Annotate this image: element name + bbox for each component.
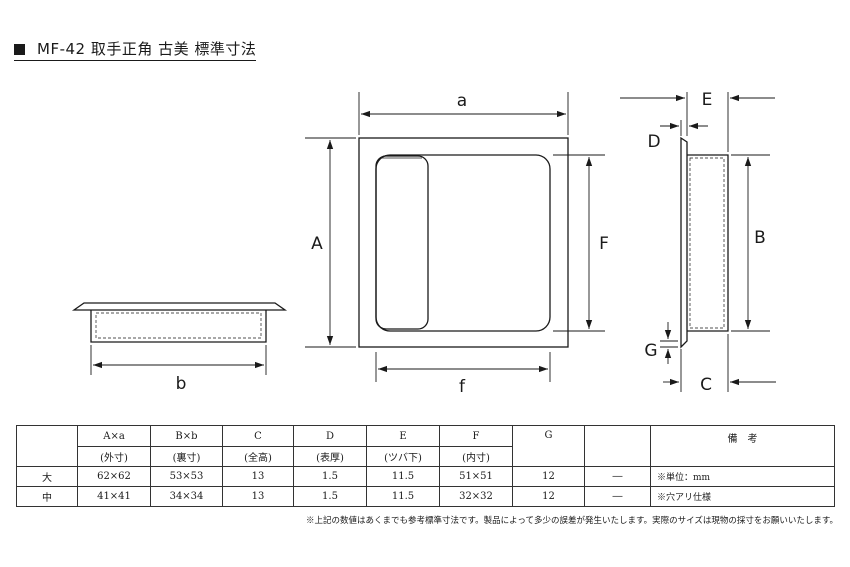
- header-code: B×b: [150, 425, 223, 447]
- header-code: [584, 425, 651, 467]
- header-code: D: [293, 425, 367, 447]
- label-A: A: [311, 234, 323, 254]
- value-cell: 51×51: [439, 466, 513, 487]
- label-b: b: [176, 374, 187, 394]
- label-f: f: [459, 377, 466, 397]
- header-code: A×a: [77, 425, 151, 447]
- value-cell: 13: [222, 466, 294, 487]
- header-code: E: [366, 425, 440, 447]
- value-cell: 32×32: [439, 486, 513, 507]
- table-row: 中 41×41 34×34 13 1.5 11.5 32×32 12 ― ※穴ア…: [16, 486, 835, 507]
- header-desc: (内寸): [439, 446, 513, 467]
- remarks-header: 備 考: [650, 425, 835, 467]
- front-outer-outline: [358, 137, 569, 348]
- label-E: E: [702, 90, 713, 110]
- remark-cell: ※単位：mm: [650, 466, 835, 487]
- remark-cell: ※穴アリ仕様: [650, 486, 835, 507]
- label-G: G: [644, 341, 657, 361]
- header-desc: (裏寸): [150, 446, 223, 467]
- header-code: G: [512, 425, 585, 467]
- header-desc: (全高): [222, 446, 294, 467]
- value-cell: 11.5: [366, 486, 440, 507]
- label-a: a: [457, 91, 467, 111]
- value-cell: 13: [222, 486, 294, 507]
- side-view-body: [90, 310, 267, 343]
- value-cell: 1.5: [293, 486, 367, 507]
- table-row: 大 62×62 53×53 13 1.5 11.5 51×51 12 ― ※単位…: [16, 466, 835, 487]
- page-title: MF-42 取手正角 古美 標準寸法: [14, 38, 257, 61]
- value-cell: ―: [584, 486, 651, 507]
- header-code: F: [439, 425, 513, 447]
- header-code: C: [222, 425, 294, 447]
- spec-table: A×a B×b C D E F G 備 考 (外寸) (裏寸) (全高) (表厚…: [16, 425, 835, 507]
- header-desc: (ツバ下): [366, 446, 440, 467]
- size-cell: 中: [16, 486, 78, 507]
- header-desc: (表厚): [293, 446, 367, 467]
- value-cell: 12: [512, 466, 585, 487]
- size-cell: 大: [16, 466, 78, 487]
- value-cell: 34×34: [150, 486, 223, 507]
- label-B: B: [754, 228, 766, 248]
- profile-body: [687, 154, 729, 332]
- dimension-drawing: a A F f b E D B G C: [71, 90, 776, 397]
- value-cell: 53×53: [150, 466, 223, 487]
- value-cell: 41×41: [77, 486, 151, 507]
- corner-cell: [16, 425, 78, 467]
- value-cell: 11.5: [366, 466, 440, 487]
- label-C: C: [700, 375, 712, 395]
- title-text: MF-42 取手正角 古美 標準寸法: [37, 40, 257, 58]
- footnote: ※上記の数値はあくまでも参考標準寸法です。製品によって多少の誤差が発生いたします…: [305, 516, 838, 526]
- side-view-flange: [71, 302, 288, 311]
- value-cell: ―: [584, 466, 651, 487]
- front-inner-pocket: [375, 154, 551, 332]
- front-finger-grip: [375, 155, 429, 330]
- label-D: D: [647, 132, 660, 152]
- value-cell: 12: [512, 486, 585, 507]
- header-desc: (外寸): [77, 446, 151, 467]
- header-row-codes: A×a B×b C D E F G 備 考: [16, 425, 835, 467]
- profile-flange: [680, 136, 688, 349]
- value-cell: 62×62: [77, 466, 151, 487]
- value-cell: 1.5: [293, 466, 367, 487]
- square-bullet-icon: [14, 44, 25, 55]
- label-F: F: [599, 234, 609, 254]
